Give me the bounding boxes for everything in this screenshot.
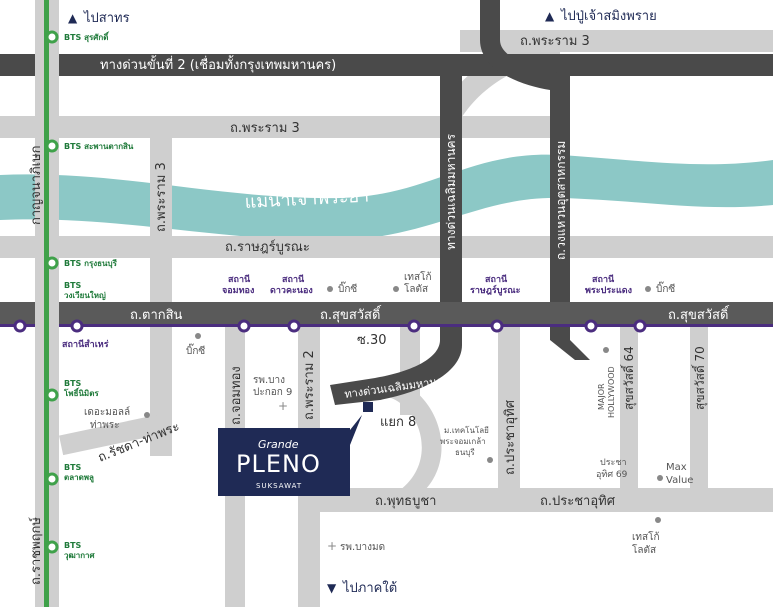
poi-univ1: ม.เทคโนโลยี bbox=[444, 425, 489, 435]
label-soi30: ซ.30 bbox=[357, 333, 387, 348]
label-prachauthit-h: ถ.ประชาอุทิศ bbox=[540, 494, 616, 509]
station-3b: ราษฎร์บูรณะ bbox=[470, 284, 521, 296]
poi-major2: HOLLYWOOD bbox=[607, 366, 616, 418]
poi-lotus2b: โลตัส bbox=[632, 543, 656, 556]
bts-label-3: BTS bbox=[64, 281, 82, 290]
label-yaek8: แยก 8 bbox=[380, 415, 416, 430]
poi-prachauthit69a: ประชา bbox=[600, 458, 627, 468]
dir-south: ไปภาคใต้ bbox=[342, 580, 397, 596]
purple-line bbox=[0, 324, 773, 327]
label-suksawat64: สุขสวัสดิ์ 64 bbox=[620, 346, 637, 410]
bts-label-0: BTS สุรศักดิ์ bbox=[64, 31, 110, 43]
label-ratburana: ถ.ราษฎร์บูรณะ bbox=[225, 239, 310, 255]
yaek8-marker bbox=[363, 402, 373, 412]
brand-top: Grande bbox=[258, 438, 299, 451]
bts-label-1: BTS สะพานตากสิน bbox=[64, 142, 134, 151]
outer-ring-expressway bbox=[480, 0, 590, 360]
label-sukhumvit-w: ถ.สุขสวัสดิ์ bbox=[320, 305, 382, 323]
label-chaloem-vertical: ทางด่วนเฉลิมมหานคร bbox=[444, 133, 458, 250]
poi-bigc1: บิ๊กซี bbox=[338, 281, 357, 295]
poi-hosp2: รพ.บางมด bbox=[340, 542, 385, 553]
expressway-2 bbox=[0, 54, 773, 76]
label-kanchana-vertical: กาญจนาภิเษก bbox=[29, 145, 44, 225]
bts-line bbox=[44, 0, 49, 607]
project-marker: Grande PLENO SUKSAWAT bbox=[218, 415, 362, 496]
poi-prachauthit69b: อุทิศ 69 bbox=[596, 469, 628, 480]
poi-mall1a: เดอะมอลล์ bbox=[84, 406, 130, 418]
label-expressway-2: ทางด่วนขั้นที่ 2 (เชื่อมทั้งกรุงเทพมหานค… bbox=[100, 55, 336, 73]
poi-univ2: พระจอมเกล้า bbox=[440, 437, 486, 446]
poi-dots bbox=[144, 286, 663, 523]
brand-main: PLENO bbox=[236, 450, 321, 478]
poi-lotus2a: เทสโก้ bbox=[632, 530, 660, 543]
hospital-icon: + bbox=[278, 399, 288, 413]
poi-univ3: ธนบุรี bbox=[455, 448, 475, 457]
label-rama3-top: ถ.พระราม 3 bbox=[520, 34, 590, 49]
label-phutthabucha: ถ.พุทธบูชา bbox=[375, 494, 436, 509]
bts-label-9: BTS bbox=[64, 541, 82, 550]
poi-hosp1a: รพ.บาง bbox=[253, 375, 285, 386]
label-rama3-vertical: ถ.พระราม 3 bbox=[154, 162, 169, 232]
station-1a: สถานี bbox=[228, 274, 251, 285]
poi-lotus1b: โลตัส bbox=[404, 282, 428, 295]
bts-stations bbox=[45, 30, 59, 554]
label-suksawat70: สุขสวัสดิ์ 70 bbox=[691, 346, 708, 410]
label-prachauthit-v: ถ.ประชาอุทิศ bbox=[503, 399, 518, 475]
purple-stations bbox=[13, 319, 647, 333]
poi-maxa: Max bbox=[666, 462, 687, 473]
bts-label-10: วุฒากาศ bbox=[64, 551, 96, 561]
label-chomthong: ถ.จอมทอง bbox=[229, 366, 244, 425]
station-1b: จอมทอง bbox=[222, 286, 254, 296]
station-3a: สถานี bbox=[485, 274, 508, 285]
station-4a: สถานี bbox=[592, 274, 615, 285]
station-5: สถานีสำเหร่ bbox=[62, 339, 109, 350]
station-4b: พระประแดง bbox=[585, 285, 632, 296]
station-2a: สถานี bbox=[282, 274, 305, 285]
bts-label-8: ตลาดพลู bbox=[64, 473, 94, 483]
rama3-top-road bbox=[460, 30, 773, 52]
river bbox=[0, 154, 773, 241]
poi-lotus1a: เทสโก้ bbox=[404, 270, 432, 283]
label-outer-ring: ถ.วงแหวนอุตสาหกรรม bbox=[554, 141, 569, 260]
north-arrow-icon-2: ▲ bbox=[545, 9, 555, 23]
label-ratchaphruek: ถ.ราชพฤกษ์ bbox=[28, 517, 44, 585]
poi-maxb: Value bbox=[666, 475, 693, 486]
chaloem-expressway bbox=[330, 75, 462, 405]
label-taksin: ถ.ตากสิน bbox=[130, 308, 183, 323]
bts-label-4: วงเวียนใหญ่ bbox=[64, 290, 106, 301]
poi-bigc3: บิ๊กซี bbox=[656, 281, 675, 295]
north-arrow-icon: ▲ bbox=[68, 11, 78, 25]
south-arrow-icon: ▼ bbox=[327, 581, 337, 595]
bts-label-7: BTS bbox=[64, 463, 82, 472]
label-rama2: ถ.พระราม 2 bbox=[302, 350, 317, 420]
hospital-icon-2: + bbox=[327, 539, 337, 553]
dir-north-west: ไปสาทร bbox=[83, 10, 130, 26]
label-rama3-mid: ถ.พระราม 3 bbox=[230, 121, 300, 136]
dir-north-east: ไปปู่เจ้าสมิงพราย bbox=[560, 8, 657, 24]
poi-major1: MAJOR bbox=[597, 383, 606, 410]
poi-mall1b: ท่าพระ bbox=[90, 420, 120, 431]
brand-sub: SUKSAWAT bbox=[256, 482, 302, 490]
label-sukhumvit-e: ถ.สุขสวัสดิ์ bbox=[668, 305, 730, 323]
bts-label-6: โพธิ์นิมิตร bbox=[63, 387, 99, 398]
bts-label-2: BTS กรุงธนบุรี bbox=[64, 258, 118, 269]
bts-label-5: BTS bbox=[64, 379, 82, 388]
taksin-road bbox=[0, 302, 773, 326]
station-2b: ดาวคะนอง bbox=[270, 286, 313, 296]
poi-bigc2: บิ๊กซี bbox=[186, 343, 205, 357]
poi-hosp1b: ปะกอก 9 bbox=[253, 387, 292, 398]
